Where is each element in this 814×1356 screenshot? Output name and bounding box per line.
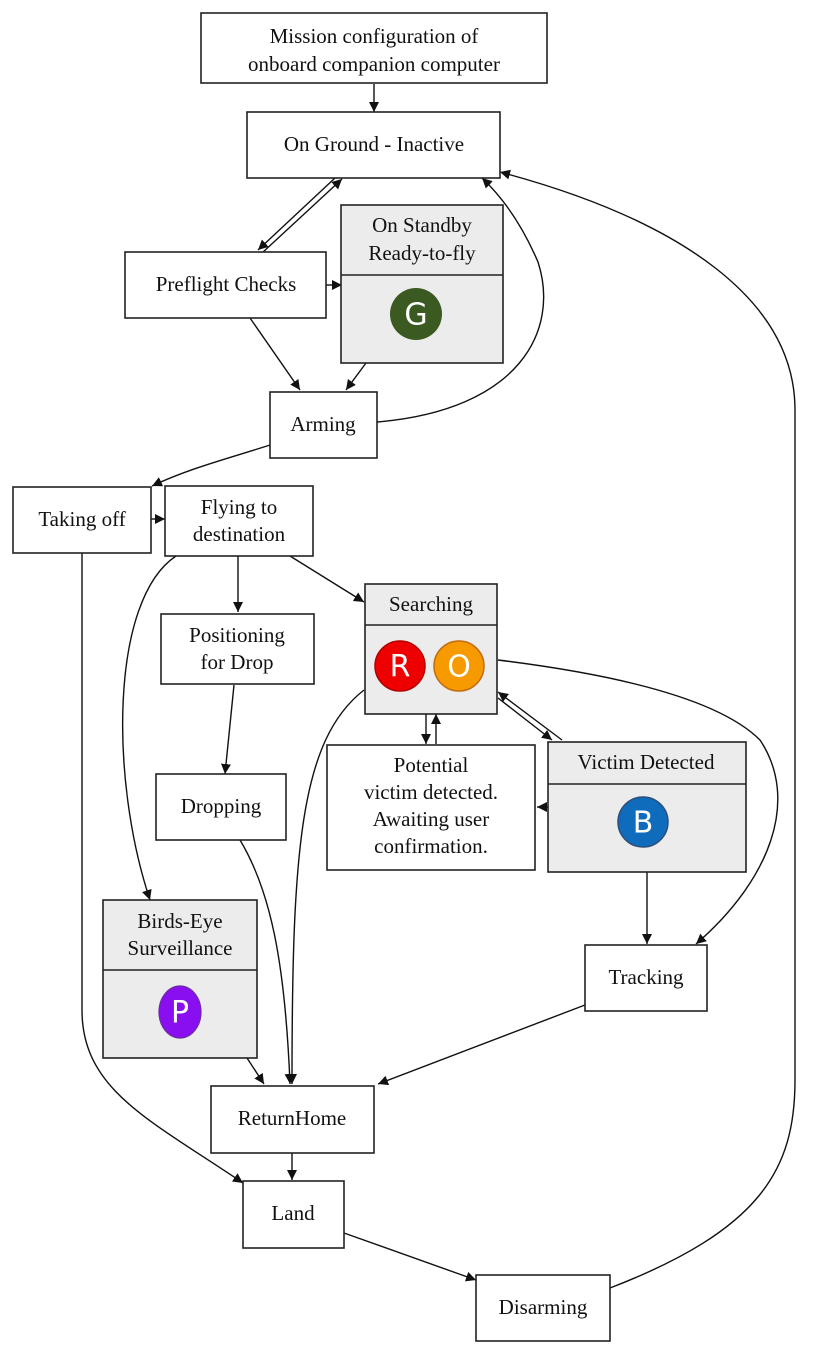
node-flying[interactable]: Flying to destination	[164, 485, 314, 557]
edge-searching-to-victim	[497, 697, 553, 741]
node-label: Preflight Checks	[156, 272, 297, 296]
node-potential[interactable]: Potential victim detected. Awaiting user…	[326, 744, 536, 871]
node-label: Victim Detected	[578, 750, 715, 774]
node-label: Potential	[394, 753, 469, 777]
node-label: On Standby	[372, 213, 472, 237]
node-label: Surveillance	[128, 936, 233, 960]
node-tracking[interactable]: Tracking	[584, 944, 708, 1012]
node-label: for Drop	[201, 650, 274, 674]
edge-flying-to-searching	[289, 555, 365, 603]
badge-letter: R	[390, 650, 411, 685]
edge-on-ground-to-preflight	[257, 177, 336, 251]
node-mission-config[interactable]: Mission configuration of onboard compani…	[200, 12, 548, 84]
node-label: onboard companion computer	[248, 52, 500, 76]
node-birdseye[interactable]: Birds-Eye Surveillance P	[102, 899, 258, 1059]
node-searching[interactable]: Searching R O	[364, 583, 498, 715]
edge-preflight-to-arming	[249, 317, 301, 391]
badge-letter: B	[633, 806, 654, 841]
node-label: Birds-Eye	[137, 909, 222, 933]
edges	[81, 84, 796, 1289]
node-disarming[interactable]: Disarming	[475, 1274, 611, 1342]
node-label: Awaiting user	[373, 807, 489, 831]
node-label: destination	[193, 522, 286, 546]
node-label: Searching	[389, 592, 473, 616]
node-taking-off[interactable]: Taking off	[12, 486, 152, 554]
status-badge-o	[433, 640, 485, 692]
edge-flying-to-birdseye	[121, 555, 177, 901]
node-label: Positioning	[189, 623, 285, 647]
status-badge-p	[158, 985, 202, 1039]
edge-taking-off-to-land	[81, 553, 244, 1184]
edge-searching-to-tracking	[497, 659, 779, 945]
edge-birdseye-to-return-home	[246, 1057, 265, 1085]
edge-positioning-to-dropping	[221, 684, 235, 775]
badge-letter: O	[447, 650, 471, 685]
edge-searching-to-return-home	[287, 689, 365, 1085]
status-badge-r	[374, 640, 426, 692]
node-label: ReturnHome	[238, 1106, 346, 1130]
node-label: Land	[271, 1201, 315, 1225]
node-label: Flying to	[201, 495, 277, 519]
edge-disarming-to-on-ground	[499, 169, 796, 1289]
status-badge-g	[390, 288, 442, 340]
node-label: Dropping	[181, 794, 262, 818]
node-label: victim detected.	[364, 780, 498, 804]
status-badge-b	[617, 796, 669, 848]
edge-arming-to-on-ground	[376, 177, 545, 423]
node-label: Arming	[290, 412, 356, 436]
node-positioning[interactable]: Positioning for Drop	[160, 613, 315, 685]
node-return-home[interactable]: ReturnHome	[210, 1085, 375, 1154]
node-label: Taking off	[38, 507, 125, 531]
badge-letter: P	[171, 996, 189, 1031]
node-standby[interactable]: On Standby Ready-to-fly G	[340, 204, 504, 364]
edge-dropping-to-return-home	[239, 839, 295, 1085]
edge-land-to-disarming	[343, 1232, 477, 1282]
node-label: Disarming	[499, 1295, 588, 1319]
node-victim[interactable]: Victim Detected B	[547, 741, 747, 873]
node-on-ground[interactable]: On Ground - Inactive	[246, 111, 501, 179]
edge-standby-to-arming	[345, 362, 367, 391]
node-dropping[interactable]: Dropping	[155, 773, 287, 841]
node-land[interactable]: Land	[242, 1180, 345, 1249]
edge-arming-to-taking-off	[151, 444, 271, 487]
node-label: Mission configuration of	[270, 24, 479, 48]
edge-tracking-to-return-home	[377, 1004, 586, 1086]
node-label: confirmation.	[374, 834, 488, 858]
node-label: On Ground - Inactive	[284, 132, 464, 156]
node-label: Ready-to-fly	[368, 241, 476, 265]
edge-preflight-to-on-ground	[261, 178, 343, 254]
edge-victim-to-searching	[497, 691, 563, 741]
node-label: Tracking	[608, 965, 684, 989]
nodes: Mission configuration of onboard compani…	[12, 12, 747, 1342]
node-arming[interactable]: Arming	[269, 391, 378, 459]
badge-letter: G	[404, 298, 427, 333]
node-preflight[interactable]: Preflight Checks	[124, 251, 327, 319]
